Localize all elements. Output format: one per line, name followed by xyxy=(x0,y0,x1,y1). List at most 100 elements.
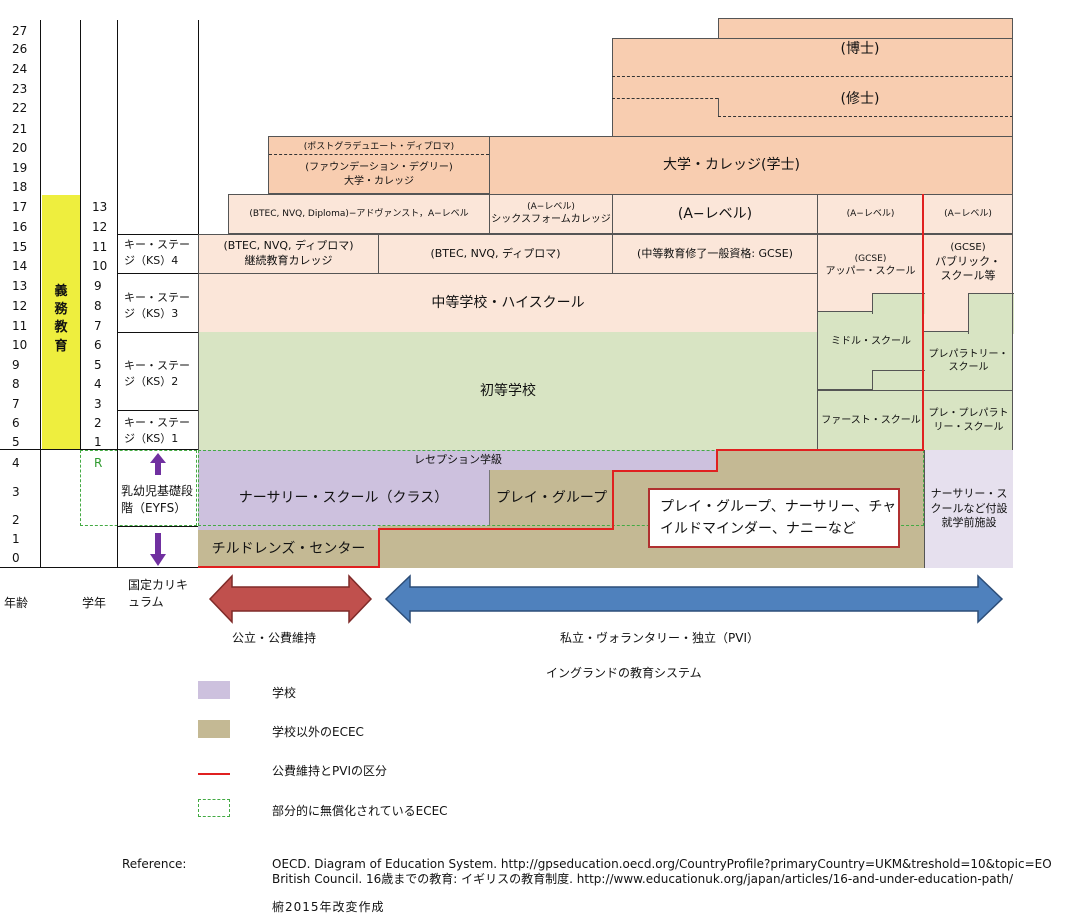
eyfs-label: 乳幼児基礎段階（EYFS） xyxy=(121,484,194,516)
legend-swatch-partially-free xyxy=(198,799,230,817)
divider xyxy=(718,98,719,116)
compulsory-education-bar: 義 務 教 育 xyxy=(42,195,80,450)
key-stage-4: キー・ステージ（KS）4 xyxy=(124,238,190,267)
reception-label: レセプション学級 xyxy=(414,452,502,466)
age-label: 8 xyxy=(12,377,20,391)
pvi-boundary-line xyxy=(716,450,718,472)
dotted-divider xyxy=(612,98,718,99)
divider xyxy=(117,20,118,568)
childrens-centre-box: チルドレンズ・センター xyxy=(198,530,379,568)
pvi-boundary-line xyxy=(198,566,379,568)
university-box: 大学・カレッジ(学士) xyxy=(489,136,1013,194)
compulsory-char: 務 xyxy=(54,302,68,318)
age-label: 20 xyxy=(12,141,28,155)
year-label: 13 xyxy=(92,200,108,214)
age-label: 21 xyxy=(12,122,28,136)
year-label: 4 xyxy=(94,377,102,391)
age-label: 24 xyxy=(12,62,28,76)
further-ed-btec: (BTEC, NVQ, ディプロマ) xyxy=(223,239,354,253)
foundation-box: (ポストグラデュエート・ディプロマ) (ファウンデーション・デグリー) 大学・カ… xyxy=(268,136,490,194)
pvi-boundary-line xyxy=(922,194,924,450)
axis-age-label: 年齢 xyxy=(4,596,29,610)
age-label: 4 xyxy=(12,456,20,470)
legend-swatch-ecec xyxy=(198,720,230,738)
dotted-divider xyxy=(612,76,1013,77)
year-label: 2 xyxy=(94,416,102,430)
nursery-independent-label: ナーサリー・スクールなど付設就学前施設 xyxy=(930,486,1008,530)
year-label: 1 xyxy=(94,435,102,449)
compulsory-char: 教 xyxy=(54,320,68,336)
alevel-independent-label: (A−レベル) xyxy=(944,208,992,219)
divider xyxy=(718,18,1013,19)
age-label: 9 xyxy=(12,358,20,372)
age-label: 22 xyxy=(12,101,28,115)
pvi-callout-box: プレイ・グループ、ナーサリー、チャイルドマインダー、ナニーなど xyxy=(648,488,900,548)
alevel-box: (A−レベル) xyxy=(612,194,818,234)
masters-label: (修士) xyxy=(840,91,880,107)
public-arrow-icon xyxy=(208,574,373,624)
age-label: 2 xyxy=(12,513,20,527)
age-label: 16 xyxy=(12,220,28,234)
age-label: 18 xyxy=(12,180,28,194)
divider xyxy=(117,410,199,411)
age-label: 6 xyxy=(12,416,20,430)
reference-line-1: OECD. Diagram of Education System. http:… xyxy=(272,857,1052,871)
reception-box: レセプション学級 xyxy=(198,450,718,470)
divider xyxy=(40,20,41,568)
public-arrow-label: 公立・公費維持 xyxy=(232,631,317,645)
dotted-divider xyxy=(718,116,1013,117)
diagram-title: イングランドの教育システム xyxy=(546,666,702,680)
alevel-independent-box: (A−レベル) xyxy=(923,194,1013,234)
divider xyxy=(718,18,719,38)
playgroup-label: プレイ・グループ xyxy=(495,489,608,506)
alevel-right-box: (A−レベル) xyxy=(817,194,924,234)
year-label: 12 xyxy=(92,220,108,234)
upper-school-label: アッパー・スクール xyxy=(825,266,916,278)
btec-mid-box: (BTEC, NVQ, ディプロマ) xyxy=(378,234,613,274)
gcse-box: (中等教育修了一般資格: GCSE) xyxy=(612,234,818,274)
secondary-box: 中等学校・ハイスクール xyxy=(198,273,818,333)
age-label: 17 xyxy=(12,200,28,214)
gcse-label: (中等教育修了一般資格: GCSE) xyxy=(637,246,793,260)
middle-school-label: ミドル・スクール xyxy=(831,335,911,347)
key-stage-2: キー・ステージ（KS）2 xyxy=(124,359,190,388)
legend-label: 部分的に無償化されているECEC xyxy=(272,804,448,818)
year-label: 9 xyxy=(94,279,102,293)
legend-swatch-boundary xyxy=(198,773,230,775)
sixth-form-label: シックスフォームカレッジ xyxy=(491,214,611,226)
prep-school-box: プレパラトリー・スクール xyxy=(923,332,1013,390)
year-label: 6 xyxy=(94,338,102,352)
age-label: 1 xyxy=(12,532,20,546)
arrow-down-icon xyxy=(150,533,166,566)
age-label: 12 xyxy=(12,299,28,313)
primary-label: 初等学校 xyxy=(480,382,536,399)
first-school-step xyxy=(872,370,925,391)
alevel-right-label: (A−レベル) xyxy=(846,208,895,219)
btec-advanced-box: (BTEC, NVQ, Diploma)−アドヴァンスト，A−レベル xyxy=(228,194,490,234)
pvi-boundary-line xyxy=(378,528,614,530)
age-label: 27 xyxy=(12,24,28,38)
sixth-form-box: (A−レベル) シックスフォームカレッジ xyxy=(489,194,613,234)
pvi-boundary-line xyxy=(612,470,614,530)
divider xyxy=(80,20,81,450)
age-label: 15 xyxy=(12,240,28,254)
playgroup-box: プレイ・グループ xyxy=(489,470,613,526)
age-label: 26 xyxy=(12,42,28,56)
public-school-gcse: (GCSE) xyxy=(950,242,986,253)
year-label: 3 xyxy=(94,397,102,411)
primary-box: 初等学校 xyxy=(198,332,818,450)
age-label: 0 xyxy=(12,551,20,565)
first-school-box: ファースト・スクール xyxy=(817,390,924,450)
age-label: 11 xyxy=(12,319,28,333)
childrens-centre-label: チルドレンズ・センター xyxy=(211,540,366,557)
phd-label: (博士) xyxy=(840,41,880,57)
pvi-callout-label: プレイ・グループ、ナーサリー、チャイルドマインダー、ナニーなど xyxy=(660,498,897,537)
foundation-sub-label: 大学・カレッジ xyxy=(344,175,414,187)
pvi-arrow-label: 私立・ヴォランタリー・独立（PVI） xyxy=(560,631,759,645)
year-label: 11 xyxy=(92,240,108,254)
dotted-divider xyxy=(269,154,489,155)
foundation-label: (ファウンデーション・デグリー) xyxy=(305,162,453,174)
legend-label: 公費維持とPVIの区分 xyxy=(272,764,387,778)
compulsory-char: 育 xyxy=(54,338,68,354)
pre-prep-box: プレ・プレパラトリー・スクール xyxy=(923,390,1013,450)
